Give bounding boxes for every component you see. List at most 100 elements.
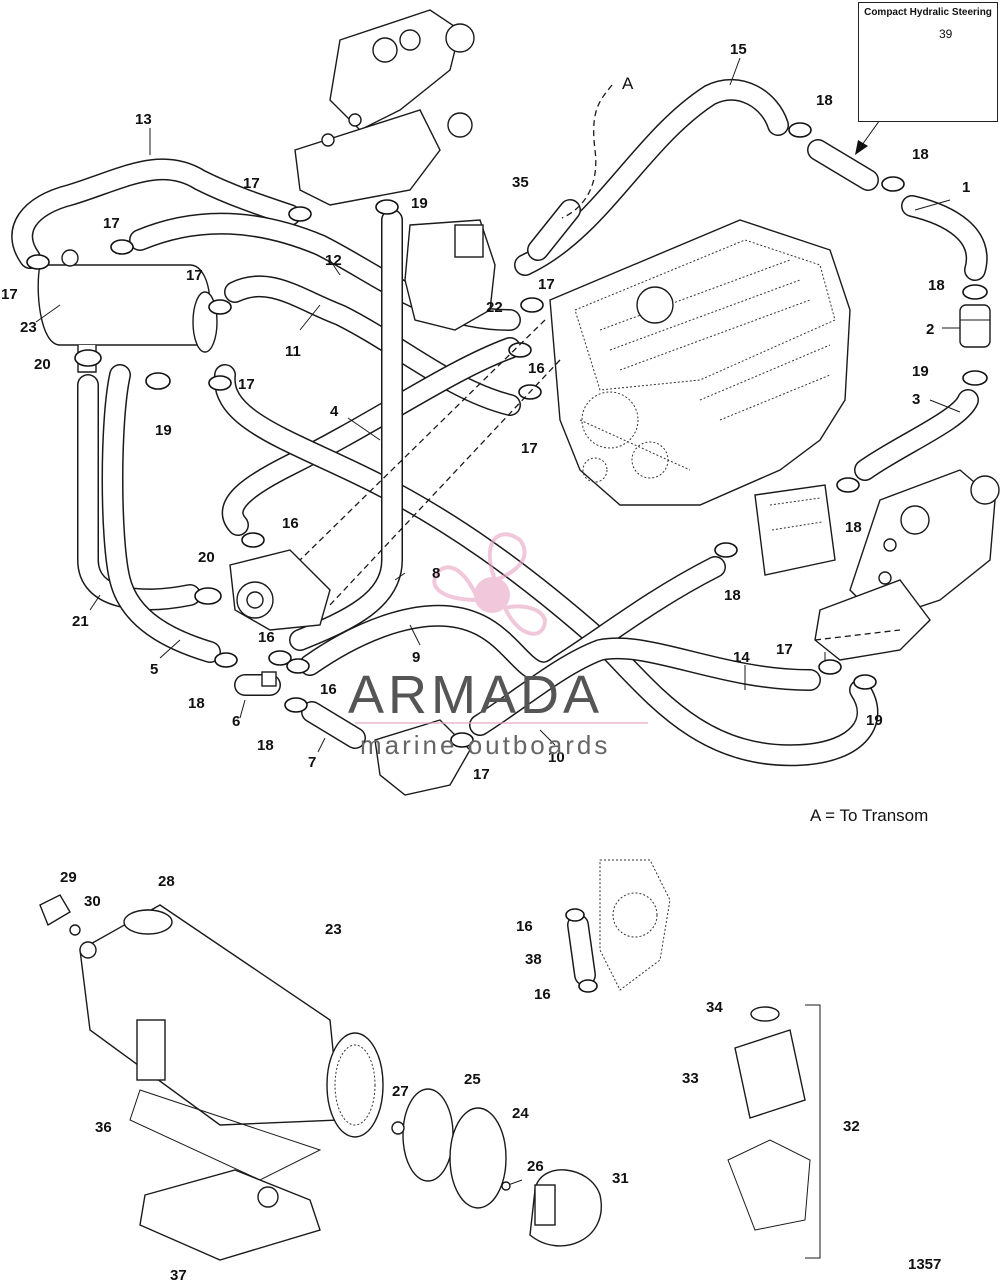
callout-13: 13 [135, 111, 152, 128]
callout-10: 10 [548, 749, 565, 766]
callout-18-c: 18 [928, 277, 945, 294]
callout-12: 12 [325, 252, 342, 269]
hose-10 [469, 637, 821, 736]
callout-19-d: 19 [866, 712, 883, 729]
inset-title: Compact Hydralic Steering [864, 7, 992, 18]
callout-36: 36 [95, 1119, 112, 1136]
callout-17-h: 17 [473, 766, 490, 783]
callout-18-a: 18 [816, 92, 833, 109]
water-pump [229, 549, 331, 631]
callout-17-a: 17 [1, 286, 18, 303]
callout-31: 31 [612, 1170, 629, 1187]
cap-29 [39, 894, 71, 927]
callout-18-f: 18 [188, 695, 205, 712]
callout-14: 14 [733, 649, 750, 666]
callout-1: 1 [962, 179, 970, 196]
coolant-reservoir [727, 1004, 821, 1259]
watermark-brand: ARMADA [348, 665, 604, 725]
callout-23-a: 23 [20, 319, 37, 336]
watermark-subtitle: marine outboards [360, 730, 611, 760]
engine-block [549, 219, 851, 506]
callout-16-f: 16 [534, 986, 551, 1003]
callout-33: 33 [682, 1070, 699, 1087]
clamp-31 [529, 1169, 602, 1247]
callout-15: 15 [730, 41, 747, 58]
callout-26: 26 [527, 1158, 544, 1175]
callout-24: 24 [512, 1105, 529, 1122]
figure-number: 1357 [908, 1256, 942, 1273]
callout-17-f: 17 [538, 276, 555, 293]
screw-26 [501, 1179, 523, 1191]
hose-7 [301, 701, 366, 749]
hose-5 [101, 364, 221, 663]
callout-23-b: 23 [325, 921, 342, 938]
callout-20-a: 20 [34, 356, 51, 373]
callout-21: 21 [72, 613, 89, 630]
callout-16-b: 16 [282, 515, 299, 532]
hose-steering-tube [807, 139, 879, 191]
upper-exhaust-manifold [294, 9, 475, 206]
callout-18-b: 18 [912, 146, 929, 163]
callout-17-i: 17 [776, 641, 793, 658]
callout-16-a: 16 [528, 360, 545, 377]
callout-38: 38 [525, 951, 542, 968]
hose-38-detail [565, 859, 671, 993]
callout-18-d: 18 [845, 519, 862, 536]
end-cap-24 [449, 1107, 507, 1209]
callout-20-b: 20 [198, 549, 215, 566]
callout-7: 7 [308, 754, 316, 771]
inset-compact-hydraulic-steering: Compact Hydralic Steering 39 [858, 2, 998, 122]
callout-11: 11 [285, 343, 301, 360]
inset-part-number: 39 [939, 27, 953, 41]
gasket-25 [402, 1088, 454, 1182]
callout-27: 27 [392, 1083, 409, 1100]
heat-exchanger-exploded [79, 904, 384, 1181]
seawater-pump [754, 484, 836, 576]
callout-32: 32 [843, 1118, 860, 1135]
callout-25: 25 [464, 1071, 481, 1088]
callout-9: 9 [412, 649, 420, 666]
callout-19-c: 19 [912, 363, 929, 380]
oring-30 [69, 924, 81, 936]
lower-exhaust-manifold [814, 469, 1000, 661]
thermostat-housing [374, 219, 496, 796]
callout-3: 3 [912, 391, 920, 408]
mounting-bracket [139, 1169, 321, 1261]
hose-35 [527, 199, 581, 261]
callout-18-g: 18 [257, 737, 274, 754]
hose-3 [854, 389, 979, 481]
callout-37: 37 [170, 1267, 187, 1282]
callout-19-a: 19 [411, 195, 428, 212]
callout-17-b: 17 [103, 215, 120, 232]
callout-8: 8 [432, 565, 440, 582]
callout-leaders [35, 57, 961, 753]
callout-16-c: 16 [258, 629, 275, 646]
hose-11 [224, 275, 521, 416]
fitting-2 [959, 304, 991, 348]
connector-label-a: A [622, 74, 634, 93]
hose-13 [11, 158, 301, 269]
callout-17-c: 17 [186, 267, 203, 284]
hose-15 [514, 78, 789, 276]
pressure-cap-28 [123, 909, 173, 935]
callout-34: 34 [706, 999, 723, 1016]
callout-30: 30 [84, 893, 101, 910]
callout-19-b: 19 [155, 422, 172, 439]
callout-17-e: 17 [238, 376, 255, 393]
callout-6: 6 [232, 713, 240, 730]
hose-8 [289, 209, 403, 651]
callout-18-e: 18 [724, 587, 741, 604]
callout-17-d: 17 [243, 175, 260, 192]
callout-5: 5 [150, 661, 158, 678]
callout-2: 2 [926, 321, 934, 338]
callout-16-e: 16 [516, 918, 533, 935]
watermark-logo [355, 532, 648, 724]
callout-16-d: 16 [320, 681, 337, 698]
dashed-routing [299, 84, 901, 641]
callout-22: 22 [486, 299, 503, 316]
tee-fitting-6 [234, 671, 281, 696]
hose-1 [901, 195, 988, 281]
callout-29: 29 [60, 869, 77, 886]
callout-35: 35 [512, 174, 529, 191]
